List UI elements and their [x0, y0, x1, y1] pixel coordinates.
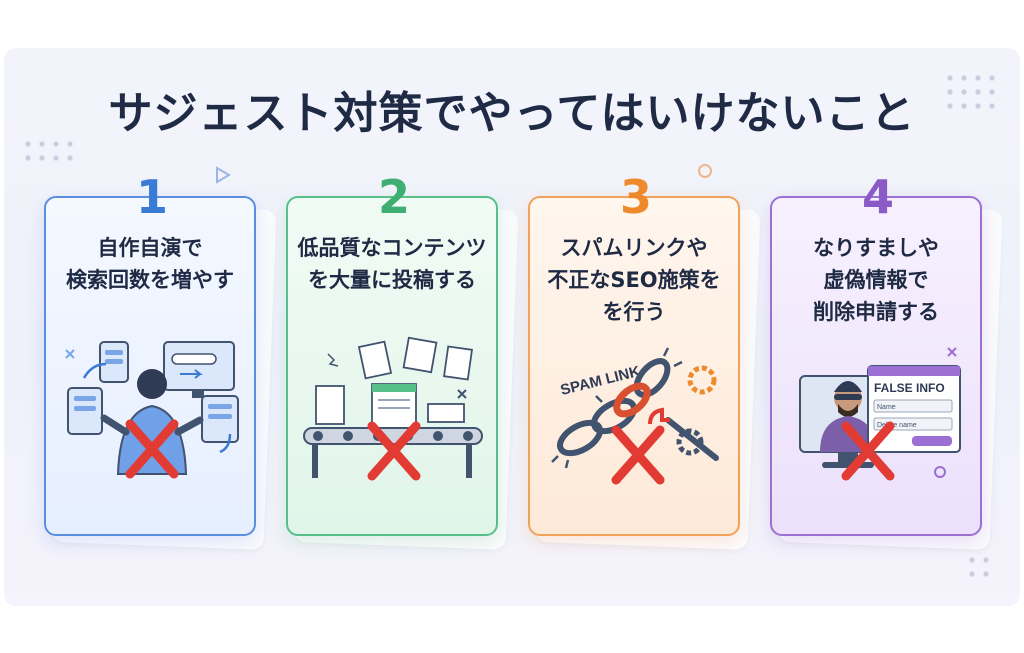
card-number: 3	[619, 170, 652, 224]
form-heading: FALSE INFO	[874, 381, 945, 395]
card-label-line: 虚偽情報で	[823, 268, 929, 292]
person-with-devices-icon	[65, 341, 239, 479]
card-label-line: を大量に投稿する	[308, 268, 476, 292]
card-label-line: なりすましや	[813, 236, 939, 260]
card-label-line: 削除申請する	[813, 300, 939, 324]
form-field-delete-name: Delete name	[877, 422, 917, 429]
card-2-body: 2 低品質なコンテンツ を大量に投稿する	[286, 172, 498, 536]
card-4: 4 なりすましや 虚偽情報で 削除申請する FALSE INFO Name De…	[770, 172, 1003, 550]
card-label: 低品質なコンテンツ を大量に投稿する	[294, 232, 490, 296]
card-number: 1	[135, 170, 168, 224]
card-2: 2 低品質なコンテンツ を大量に投稿する	[286, 172, 519, 550]
card-label-line: を行う	[602, 300, 666, 324]
card-number: 4	[861, 170, 894, 224]
form-field-name: Name	[877, 404, 896, 411]
dot-grid-decoration	[969, 557, 989, 577]
dot-grid-decoration	[25, 141, 73, 161]
card-1-body: 1 自作自演で 検索回数を増やす	[44, 172, 256, 536]
card-label: なりすましや 虚偽情報で 削除申請する	[778, 232, 974, 328]
card-3-body: 3 スパムリンクや 不正なSEO施策を を行う SPAM LINK	[528, 172, 740, 536]
card-label-line: 検索回数を増やす	[66, 268, 234, 292]
card-3: 3 スパムリンクや 不正なSEO施策を を行う SPAM LINK	[528, 172, 761, 550]
card-number: 2	[377, 170, 410, 224]
card-label-line: 自作自演で	[97, 236, 203, 260]
card-label-line: 不正なSEO施策を	[547, 268, 721, 292]
impersonator-icon: FALSE INFO Name Delete name	[799, 347, 961, 481]
card-4-body: 4 なりすましや 虚偽情報で 削除申請する FALSE INFO Name De…	[770, 172, 982, 536]
card-label-line: スパムリンクや	[560, 236, 708, 260]
dot-grid-decoration	[947, 75, 995, 109]
card-label-line: 低品質なコンテンツ	[297, 236, 487, 260]
card-label: スパムリンクや 不正なSEO施策を を行う	[536, 232, 732, 328]
broken-chain-icon: SPAM LINK	[551, 347, 719, 485]
conveyor-documents-icon	[303, 336, 483, 481]
card-label: 自作自演で 検索回数を増やす	[52, 232, 248, 296]
page-title: サジェスト対策でやってはいけないこと	[108, 88, 916, 139]
triangle-decoration-icon	[216, 166, 231, 184]
circle-decoration-icon	[698, 164, 712, 178]
card-1: 1 自作自演で 検索回数を増やす	[44, 172, 277, 550]
